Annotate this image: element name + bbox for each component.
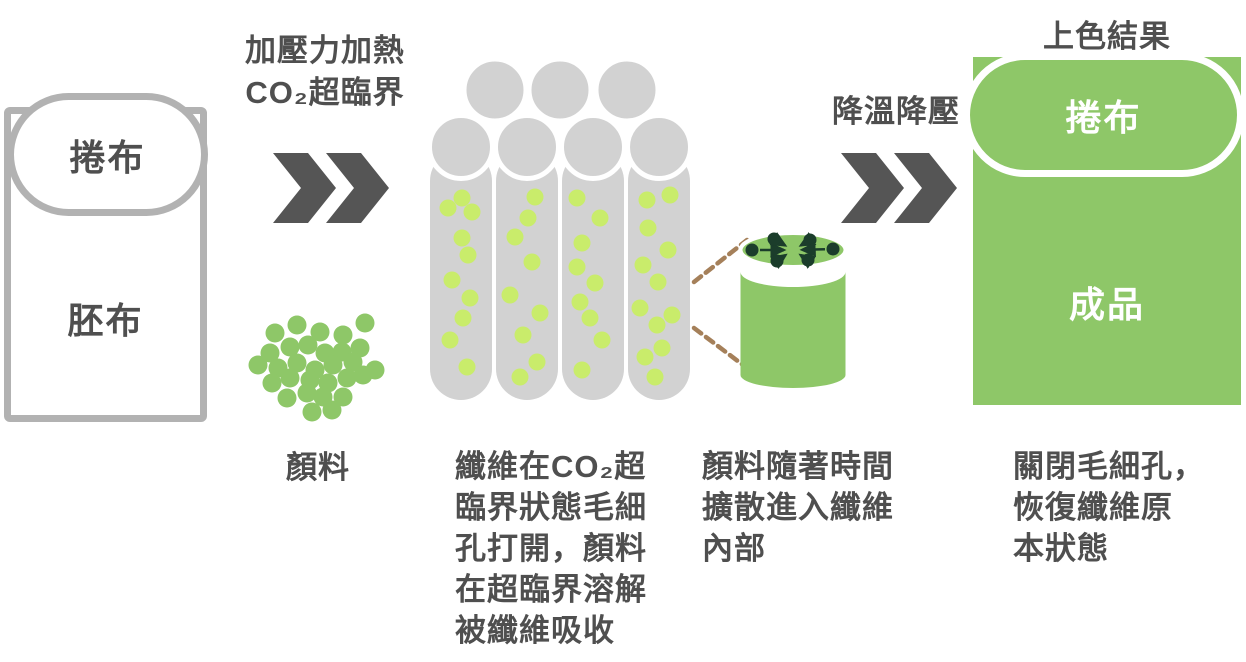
fiber-caption-line: 臨界狀態毛細 [455,490,647,525]
roll-label: 捲布 [69,136,146,178]
double-chevron-right-icon [841,153,957,223]
fiber-top-circles [461,56,661,124]
output-caption-line: 恢復纖維原 [1013,490,1173,525]
finished-product-label: 成品 [1068,284,1145,325]
pigment-cluster [248,313,385,422]
double-chevron-right-icon [273,153,389,223]
diffusion-caption-line: 擴散進入纖維 [702,490,894,525]
fiber-mid-circles [427,113,693,181]
step1-label-line1: 加壓力加熱 [245,33,405,68]
fiber-caption-line: 纖維在CO₂超 [455,449,647,484]
result-title: 上色結果 [1043,19,1171,54]
pigment-label: 顏料 [286,450,350,485]
diffusion-caption: 顏料隨著時間 擴散進入纖維 內部 [702,446,894,569]
dyed-roll-label: 捲布 [1065,97,1142,138]
dyed-roll-pill: 捲布 [963,53,1244,177]
fabric-roll-pill: 捲布 [7,93,208,216]
output-caption: 關閉毛細孔， 恢復纖維原 本狀態 [1013,446,1205,569]
fiber-caption-line: 在超臨界溶解 [455,572,647,607]
fiber-caption-line: 被纖維吸收 [455,613,615,648]
output-caption-line: 關閉毛細孔， [1013,449,1205,484]
fiber-pigment-dots [439,186,681,386]
step1-label-line2: CO₂超臨界 [245,75,405,110]
diffusion-caption-line: 內部 [702,531,766,566]
fiber-caption-line: 孔打開，顏料 [455,531,647,566]
cylinder-body [740,272,846,388]
diffusion-caption-line: 顏料隨著時間 [702,449,894,484]
fiber-caption: 纖維在CO₂超 臨界狀態毛細 孔打開，顏料 在超臨界溶解 被纖維吸收 [455,446,647,651]
fiber-bundle [427,56,693,400]
step2-label: 降溫降壓 [832,94,960,129]
diffusion-arrows [745,232,840,270]
output-caption-line: 本狀態 [1013,531,1109,566]
cylinder-top-face [738,231,848,269]
magnify-dashed-lines [691,237,750,371]
magnified-fiber-cylinder [738,231,848,388]
step1-label: 加壓力加熱 CO₂超臨界 [220,30,430,114]
greige-fabric-label: 胚布 [67,300,144,341]
